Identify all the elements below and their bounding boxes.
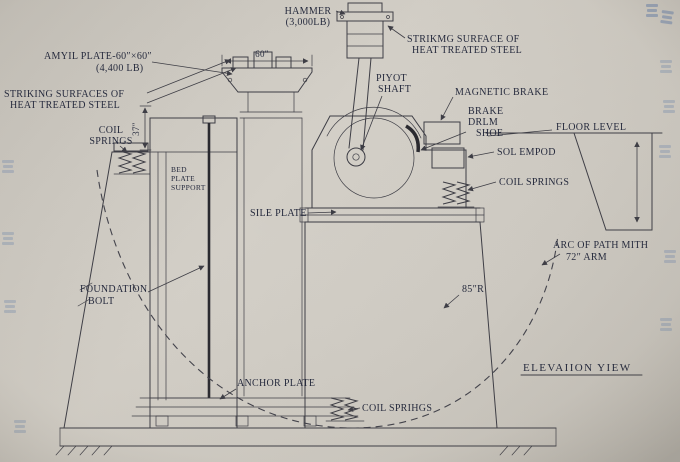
scanned-diagram-page: HAMMER (3,000LB) STRIKMG SURFACE OF HEAT… [0, 0, 680, 462]
elevation-drawing: HAMMER (3,000LB) STRIKMG SURFACE OF HEAT… [0, 0, 680, 462]
scan-vignette [0, 0, 680, 462]
